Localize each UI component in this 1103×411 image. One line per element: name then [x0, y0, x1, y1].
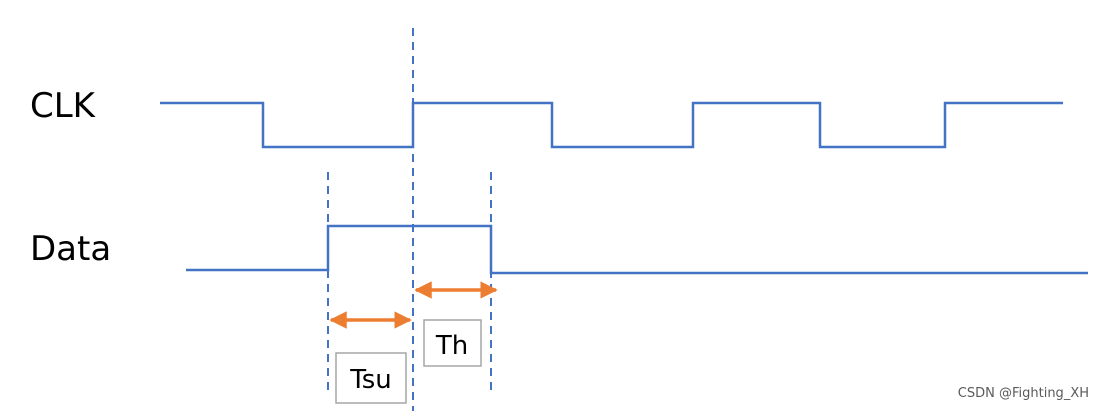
th-box	[423, 319, 482, 367]
data-label: Data	[30, 229, 111, 269]
clk-waveform	[160, 101, 1063, 149]
tsu-box	[335, 352, 407, 404]
tsu-label: Tsu	[349, 365, 392, 395]
th-label: Th	[435, 331, 468, 361]
data-waveform	[186, 224, 1088, 275]
clk-label: CLK	[30, 86, 97, 126]
watermark-text: CSDN @Fighting_XH	[957, 386, 1089, 401]
